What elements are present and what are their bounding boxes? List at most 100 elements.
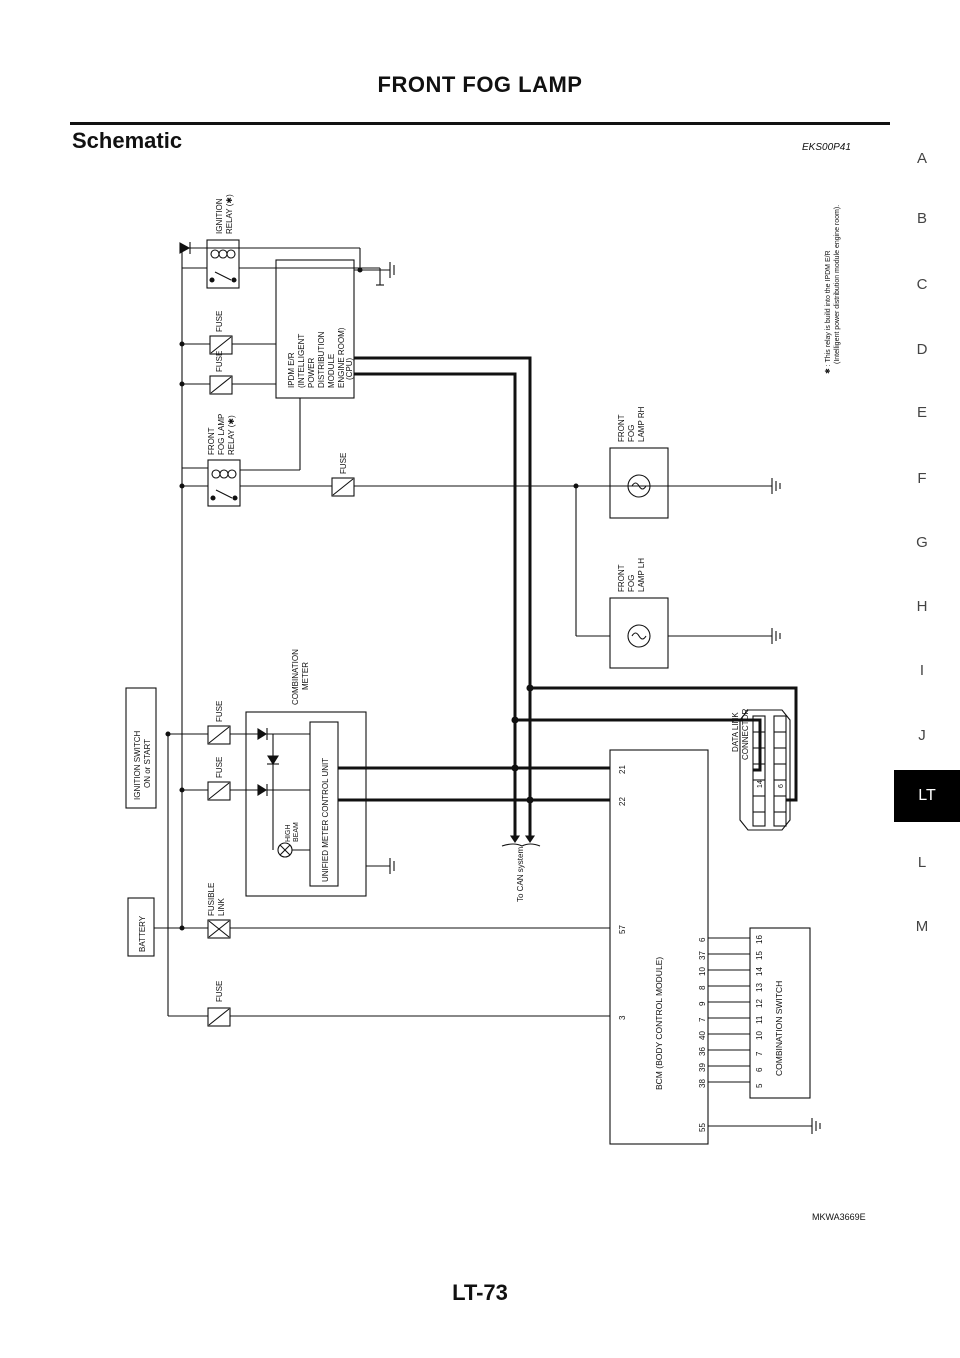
- ipdm-label-4: DISTRIBUTION: [317, 331, 326, 388]
- ignition-relay: [206, 239, 240, 289]
- bcm-pin-39: 39: [698, 1063, 707, 1072]
- front-fog-lamp-lh: [609, 597, 669, 669]
- index-tab-e[interactable]: E: [916, 404, 927, 421]
- battery-label: BATTERY: [138, 915, 147, 952]
- ipdm-label-2: (INTELLIGENT: [297, 334, 306, 388]
- high-beam-label-1: HIGH: [285, 825, 292, 843]
- high-beam-label-2: BEAM: [293, 822, 300, 842]
- dlc-pin-6: 6: [778, 784, 785, 788]
- front-fog-relay-label-2: FOG LAMP: [217, 414, 226, 455]
- section-title: Schematic: [72, 128, 183, 153]
- combo-switch-pin-15: 15: [755, 951, 764, 960]
- combination-switch-box: [749, 927, 811, 1099]
- ipdm-section: IPDM E/R (INTELLIGENT POWER DISTRIBUTION…: [179, 239, 781, 930]
- fog-lh-label-1: FRONT: [617, 564, 626, 592]
- relay-note-1: ✱ : This relay is build into the IPDM E/…: [824, 250, 832, 374]
- front-fog-lamp-rh: [609, 447, 669, 519]
- combo-meter-label-2: METER: [301, 662, 310, 690]
- schematic-diagram: IPDM E/R (INTELLIGENT POWER DISTRIBUTION…: [125, 194, 841, 1145]
- fusible-link: [207, 919, 231, 939]
- bcm-pin-38: 38: [698, 1079, 707, 1088]
- combo-meter-label-1: COMBINATION: [291, 649, 300, 705]
- fuse-label-3: FUSE: [339, 453, 348, 474]
- fuse-label-6: FUSE: [215, 981, 224, 1002]
- ignition-switch-label-1: IGNITION SWITCH: [133, 730, 142, 800]
- ipdm-label-6: ENGINE ROOM): [337, 327, 346, 388]
- combination-meter-box: [245, 711, 367, 897]
- combo-switch-pin-10: 10: [755, 1031, 764, 1040]
- bcm-pin-40: 40: [698, 1031, 707, 1040]
- combo-switch-pin-13: 13: [755, 983, 764, 992]
- can-wire-1: [354, 356, 532, 808]
- index-tab-d[interactable]: D: [916, 341, 928, 358]
- index-tab-m[interactable]: M: [915, 918, 929, 935]
- fog-lh-label-3: LAMP LH: [637, 558, 646, 592]
- ipdm-box: [275, 259, 355, 399]
- fog-rh-label-1: FRONT: [617, 414, 626, 442]
- dlc-label-1: DATA LINK: [731, 712, 740, 752]
- section-code: EKS00P41: [802, 142, 851, 153]
- index-tab-a[interactable]: A: [916, 150, 927, 167]
- index-tab-lt[interactable]: LT: [894, 770, 960, 822]
- header-rule: [70, 122, 890, 125]
- relay-note-2: (Intelligent power distribution module e…: [834, 205, 841, 364]
- fuse-meter-1: [207, 725, 231, 745]
- can-wire-2: [354, 372, 517, 808]
- bcm-pin-9: 9: [698, 1001, 707, 1006]
- combo-switch-pin-16: 16: [755, 935, 764, 944]
- dlc-label-2: CONNECTOR: [741, 708, 750, 760]
- bcm-pin-7: 7: [698, 1017, 707, 1022]
- bcm-box: [609, 749, 709, 1145]
- fuse-bcm: [207, 1007, 231, 1027]
- fusible-link-label-1: FUSIBLE: [207, 883, 216, 916]
- ipdm-label-1: IPDM E/R: [287, 352, 296, 388]
- bcm-pin-8: 8: [698, 985, 707, 990]
- ipdm-label-5: MODULE: [327, 354, 336, 388]
- front-fog-lamp-relay: [207, 459, 241, 507]
- ignition-switch-label-2: ON or START: [143, 739, 152, 788]
- fuse-label-1: FUSE: [215, 311, 224, 332]
- bcm-pin-10: 10: [698, 967, 707, 976]
- front-fog-relay-label-1: FRONT: [207, 427, 216, 455]
- fuse-label-4: FUSE: [215, 701, 224, 722]
- battery-box: [127, 897, 155, 957]
- fog-lh-label-2: FOG: [627, 575, 636, 592]
- fog-rh-label-3: LAMP RH: [637, 406, 646, 442]
- index-tab-l[interactable]: L: [917, 854, 927, 871]
- index-tab-b[interactable]: B: [916, 210, 927, 227]
- index-tab-j[interactable]: J: [918, 727, 926, 744]
- bcm-pin-37: 37: [698, 951, 707, 960]
- bcm-section: BCM (BODY CONTROL MODULE) COMBINATION SW…: [168, 749, 821, 1145]
- combo-switch-pin-11: 11: [755, 1015, 764, 1024]
- index-tab-f[interactable]: F: [917, 470, 927, 487]
- bcm-pin-22: 22: [618, 797, 627, 806]
- ignition-relay-label-1: IGNITION: [215, 198, 224, 234]
- data-link-connector: [739, 709, 791, 831]
- index-tab-c[interactable]: C: [916, 276, 928, 293]
- fuse-meter-2: [207, 781, 231, 801]
- front-fog-relay-label-3: RELAY (✱): [227, 415, 236, 455]
- fuse-fog: [331, 477, 355, 497]
- combo-switch-pin-14: 14: [755, 967, 764, 976]
- ipdm-label-3: POWER: [307, 358, 316, 388]
- meter-section: BATTERY IGNITION SWITCH ON or START: [125, 684, 798, 1016]
- bcm-pin-57: 57: [618, 925, 627, 934]
- index-tabs: A B C D E F G H I J LT L M: [890, 0, 960, 1358]
- ignition-relay-label-2: RELAY (✱): [225, 194, 234, 234]
- bcm-pin-21: 21: [618, 765, 627, 774]
- fuse-label-2: FUSE: [215, 351, 224, 372]
- bcm-label: BCM (BODY CONTROL MODULE): [654, 957, 664, 1090]
- bcm-pin-3: 3: [618, 1015, 627, 1020]
- unified-meter-control-unit: [309, 721, 339, 887]
- bcm-pin-36: 36: [698, 1047, 707, 1056]
- combo-switch-pin-6: 6: [755, 1067, 764, 1072]
- index-tab-i[interactable]: I: [919, 662, 925, 679]
- dlc-pin-14: 14: [757, 780, 764, 788]
- fuse-label-5: FUSE: [215, 757, 224, 778]
- figure-code: MKWA3669E: [812, 1212, 866, 1222]
- index-tab-g[interactable]: G: [916, 534, 928, 551]
- can-label: To CAN system: [516, 847, 525, 902]
- index-tab-h[interactable]: H: [916, 598, 928, 615]
- ignition-switch-box: [125, 687, 157, 809]
- fusible-link-label-2: LINK: [217, 898, 226, 916]
